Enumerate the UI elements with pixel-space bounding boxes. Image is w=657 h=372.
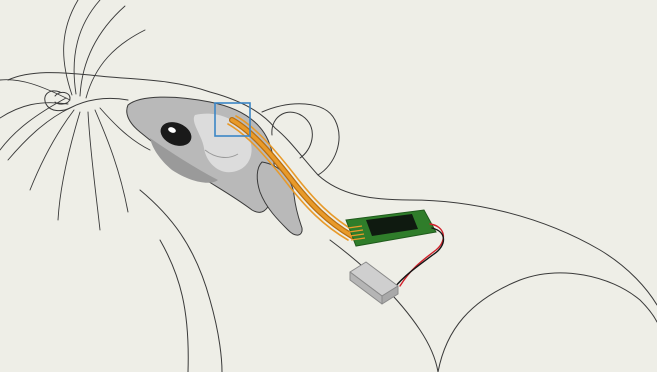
background [0, 0, 657, 372]
mouse-implant-illustration [0, 0, 657, 372]
illustration-stage [0, 0, 657, 372]
